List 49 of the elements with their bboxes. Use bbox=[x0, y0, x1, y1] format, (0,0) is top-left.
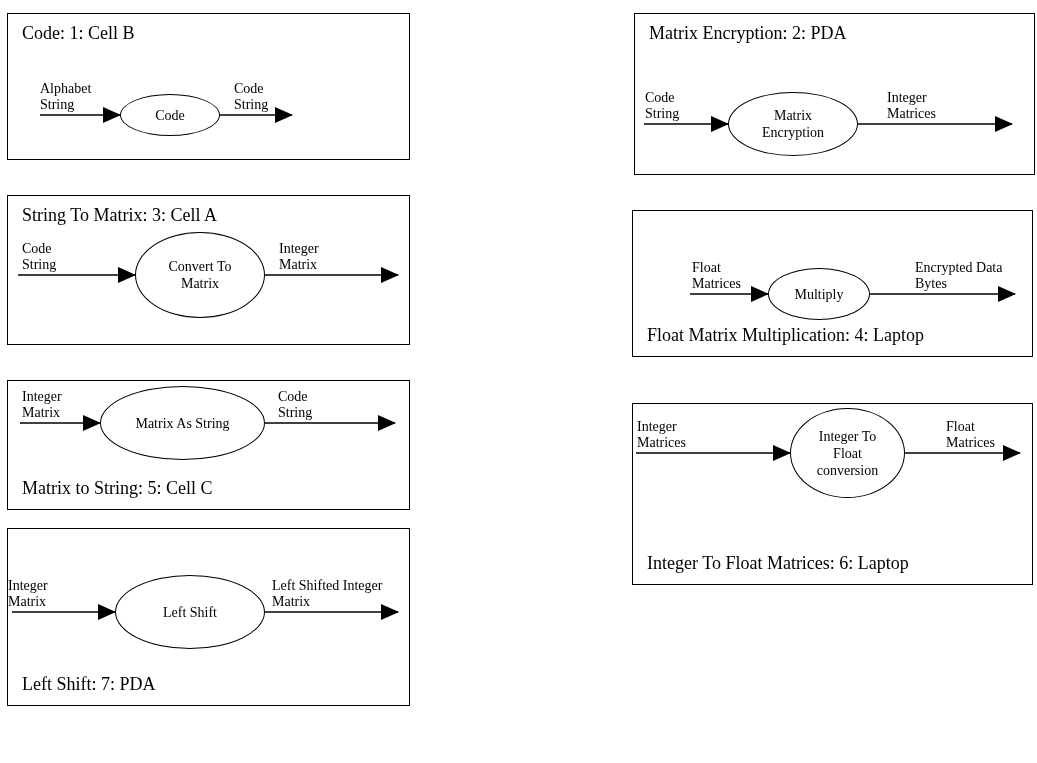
process-panel bbox=[7, 380, 410, 510]
panel-title: Code: 1: Cell B bbox=[22, 22, 136, 45]
process-panel bbox=[7, 528, 410, 706]
edge-label: Integer Matrix bbox=[22, 389, 63, 421]
process-label: Matrix Encryption bbox=[760, 107, 826, 141]
edge-label: Code String bbox=[234, 81, 270, 113]
process-label: Convert To Matrix bbox=[167, 258, 233, 292]
arrow bbox=[643, 116, 729, 132]
panel-title: String To Matrix: 3: Cell A bbox=[22, 204, 218, 227]
edge-label: Code String bbox=[278, 389, 314, 421]
edge-label: Encrypted Data Bytes bbox=[915, 260, 1004, 292]
arrow bbox=[869, 286, 1016, 302]
edge-label: Alphabet String bbox=[40, 81, 93, 113]
edge-label: Integer Matrices bbox=[637, 419, 687, 451]
arrow bbox=[689, 286, 769, 302]
edge-label: Float Matrices bbox=[692, 260, 742, 292]
arrow bbox=[11, 604, 116, 620]
arrow bbox=[19, 415, 101, 431]
edge-label: Integer Matrices bbox=[887, 90, 937, 122]
process-panel bbox=[632, 403, 1033, 585]
process-label: Left Shift bbox=[162, 603, 217, 621]
edge-label: Float Matrices bbox=[946, 419, 996, 451]
panel-title: Left Shift: 7: PDA bbox=[22, 673, 157, 696]
arrow bbox=[264, 267, 399, 283]
arrow bbox=[264, 604, 399, 620]
arrow bbox=[17, 267, 136, 283]
process-panel bbox=[632, 210, 1033, 357]
arrow bbox=[39, 107, 121, 123]
arrow bbox=[904, 445, 1021, 461]
arrow bbox=[635, 445, 791, 461]
arrow bbox=[219, 107, 293, 123]
edge-label: Code String bbox=[22, 241, 58, 273]
edge-label: Integer Matrix bbox=[8, 578, 49, 610]
edge-label: Left Shifted Integer Matrix bbox=[272, 578, 384, 610]
process-label: Integer To Float conversion bbox=[815, 427, 880, 479]
edge-label: Code String bbox=[645, 90, 681, 122]
process-label: Matrix As String bbox=[135, 414, 230, 432]
arrow bbox=[264, 415, 396, 431]
panel-title: Float Matrix Multiplication: 4: Laptop bbox=[647, 324, 925, 347]
edge-label: Integer Matrix bbox=[279, 241, 320, 273]
process-panel bbox=[7, 13, 410, 160]
panel-title: Matrix to String: 5: Cell C bbox=[22, 477, 214, 500]
process-label: Code bbox=[155, 106, 185, 124]
process-panel bbox=[634, 13, 1035, 175]
arrow bbox=[857, 116, 1013, 132]
process-label: Multiply bbox=[794, 285, 844, 303]
panel-title: Matrix Encryption: 2: PDA bbox=[649, 22, 848, 45]
process-panel bbox=[7, 195, 410, 345]
panel-title: Integer To Float Matrices: 6: Laptop bbox=[647, 552, 910, 575]
